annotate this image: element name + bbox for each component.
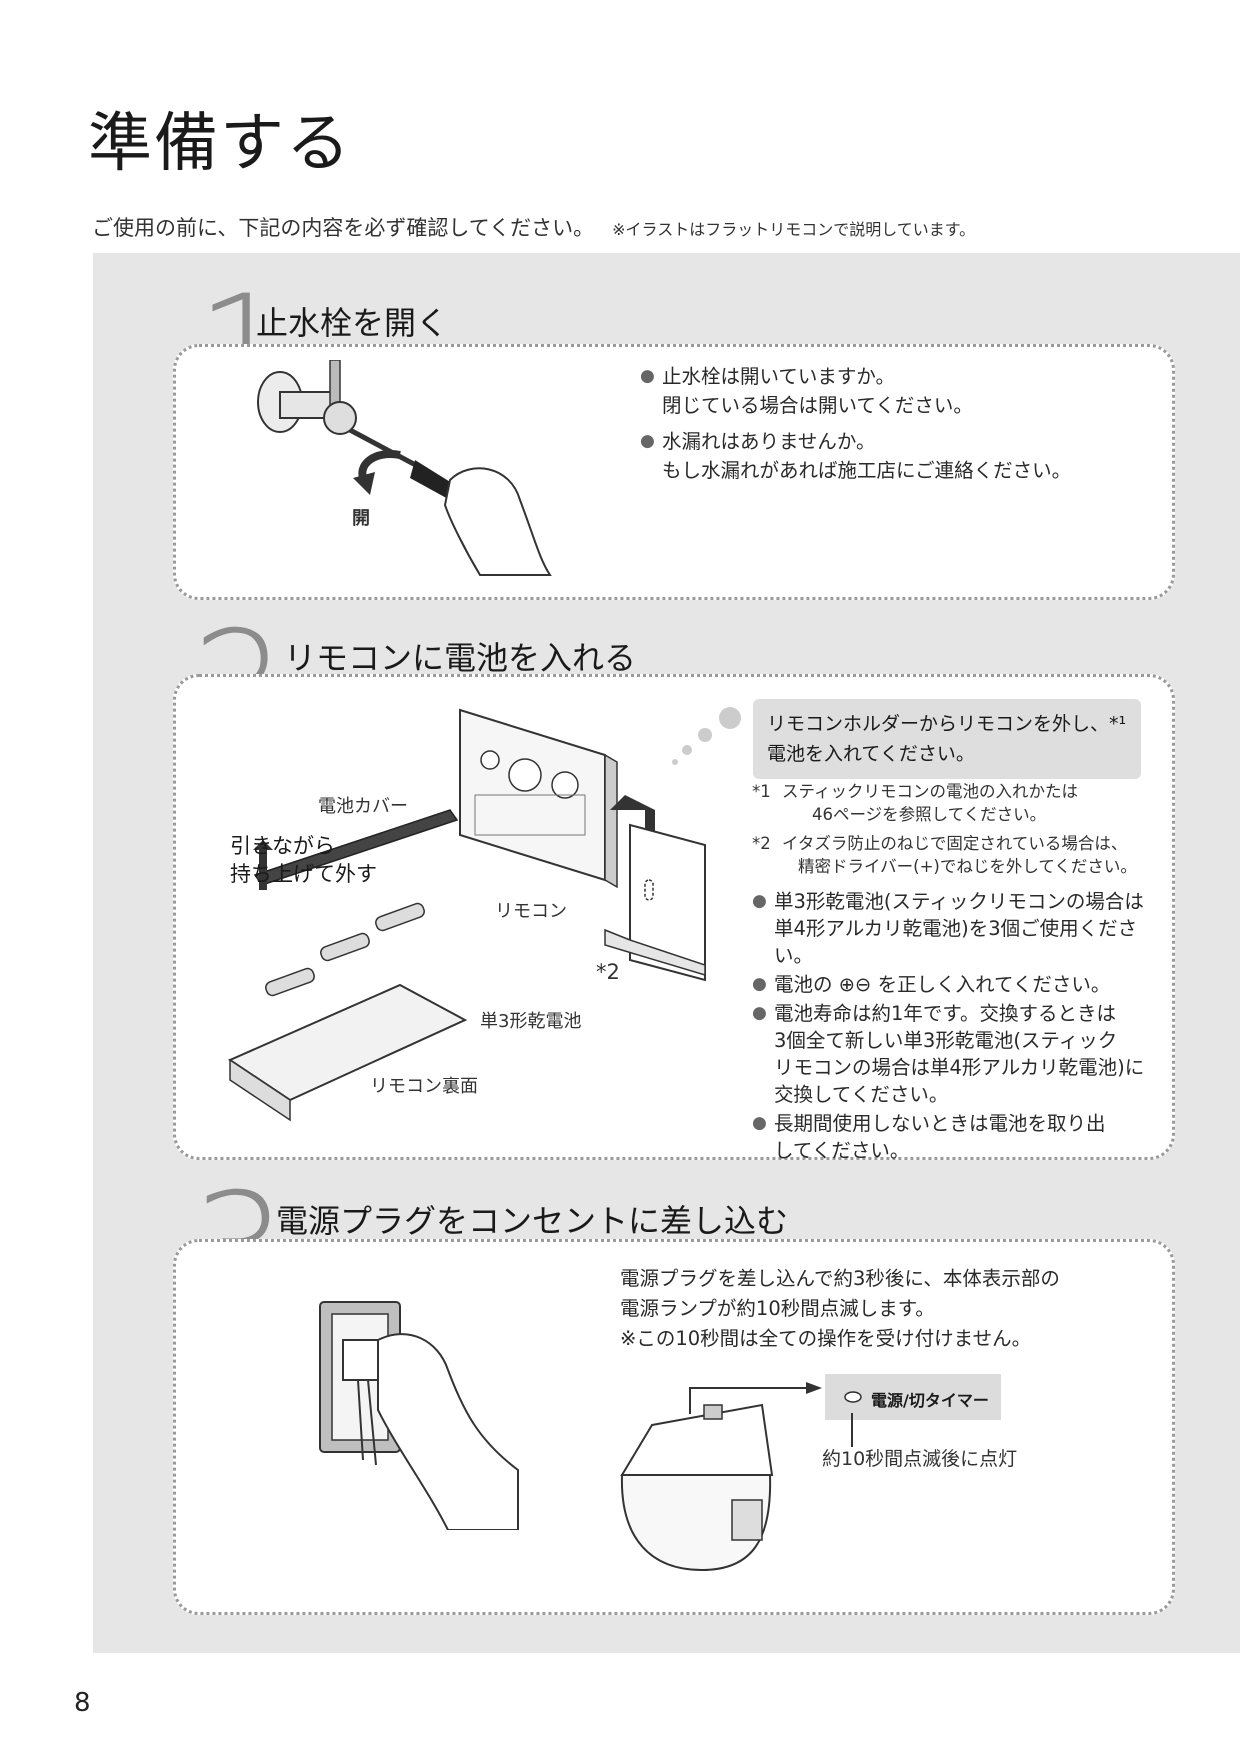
step2-bullets: 単3形乾電池(スティックリモコンの場合は 単4形アルカリ乾電池)を3個ご使用くだ… (752, 888, 1172, 1166)
open-arrow-head (353, 472, 375, 495)
toilet-lid (620, 1403, 774, 1476)
toilet-illustration (620, 1403, 774, 1572)
valve-illustration (257, 360, 552, 576)
outlet-illustration (319, 1301, 519, 1530)
hand (443, 467, 552, 576)
remote-holder (604, 823, 706, 982)
step2-bullet: 長期間使用しないときは電池を取り出 してください。 (752, 1110, 1172, 1164)
step1-bullets: 止水栓は開いていますか。 閉じている場合は開いてください。 水漏れはありませんか… (640, 362, 1160, 492)
step2-bullet: 単3形乾電池(スティックリモコンの場合は 単4形アルカリ乾電池)を3個ご使用くだ… (752, 888, 1172, 969)
step3-description: 電源プラグを差し込んで約3秒後に、本体表示部の 電源ランプが約10秒間点滅します… (620, 1267, 1060, 1350)
lift-label: 引きながら 持ち上げて外す (230, 834, 377, 886)
valve-head (323, 401, 357, 435)
power-lamp-icon (844, 1391, 862, 1403)
battery-label: 単3形乾電池 (480, 1011, 582, 1032)
step1-bullet: 止水栓は開いていますか。 閉じている場合は開いてください。 (640, 362, 1160, 420)
remote-instruction-bubble: リモコンホルダーからリモコンを外し、*¹ 電池を入れてください。 (753, 699, 1141, 779)
callout-dot (682, 745, 692, 755)
step2-notes: *1 スティックリモコンの電池の入れかたは 46ページを参照してください。 *2… (752, 780, 1172, 884)
remove-remote-arrow (610, 795, 655, 840)
page-title: 準備する (88, 107, 352, 181)
power-plug (342, 1339, 384, 1381)
hand (377, 1333, 519, 1530)
power-lamp-label: 電源/切タイマー (871, 1391, 989, 1410)
screwdriver-handle (410, 460, 455, 500)
remote-button (508, 758, 542, 792)
battery-illustration (227, 707, 741, 1122)
toilet-bowl (620, 1474, 772, 1572)
intro-note: ※イラストはフラットリモコンで説明しています。 (612, 220, 976, 239)
remote-button (480, 750, 500, 770)
step1-title: 止水栓を開く (256, 304, 449, 342)
callout-dot (719, 707, 741, 729)
screw-mark-label: *2 (596, 960, 620, 984)
step3-title: 電源プラグをコンセントに差し込む (276, 1202, 789, 1240)
lamp-caption: 約10秒間点滅後に点灯 (822, 1448, 1018, 1470)
step1-bullet: 水漏れはありませんか。 もし水漏れがあれば施工店にご連絡ください。 (640, 427, 1160, 485)
intro-text: ご使用の前に、下記の内容を必ず確認してください。 ※イラストはフラットリモコンで説… (92, 212, 975, 242)
screw-outline (644, 879, 654, 901)
page-number: 8 (74, 1688, 91, 1718)
remote-label: リモコン (495, 901, 567, 922)
callout-dot (698, 728, 712, 742)
power-lamp-panel: 電源/切タイマー (825, 1374, 1001, 1420)
battery-cover-label: 電池カバー (318, 796, 408, 817)
intro-main: ご使用の前に、下記の内容を必ず確認してください。 (92, 216, 595, 240)
step2-title: リモコンに電池を入れる (284, 639, 637, 677)
remote-button (551, 771, 579, 799)
batteries (265, 902, 425, 997)
lamp-caption-leader (851, 1413, 853, 1447)
remote-front (459, 708, 618, 889)
toilet-side-panel (731, 1499, 763, 1541)
footnote: *2 イタズラ防止のねじで固定されている場合は、 精密ドライバー(+)でねじを外… (752, 834, 1137, 876)
step2-bullet: 電池寿命は約1年です。交換するときは 3個全て新しい単3形乾電池(スティック リ… (752, 1000, 1172, 1108)
open-label: 開 (352, 508, 370, 529)
footnote: *1 スティックリモコンの電池の入れかたは 46ページを参照してください。 (752, 782, 1079, 824)
remote-back (227, 983, 468, 1122)
callout-dot (672, 759, 678, 765)
remote-back-label: リモコン裏面 (370, 1076, 478, 1097)
toilet-display-panel (703, 1404, 723, 1420)
lift-arrow (253, 840, 273, 890)
step2-bullet: 電池の ⊕⊖ を正しく入れてください。 (752, 971, 1172, 998)
power-cord (357, 1379, 377, 1466)
lamp-pointer-arrow (689, 1382, 822, 1414)
